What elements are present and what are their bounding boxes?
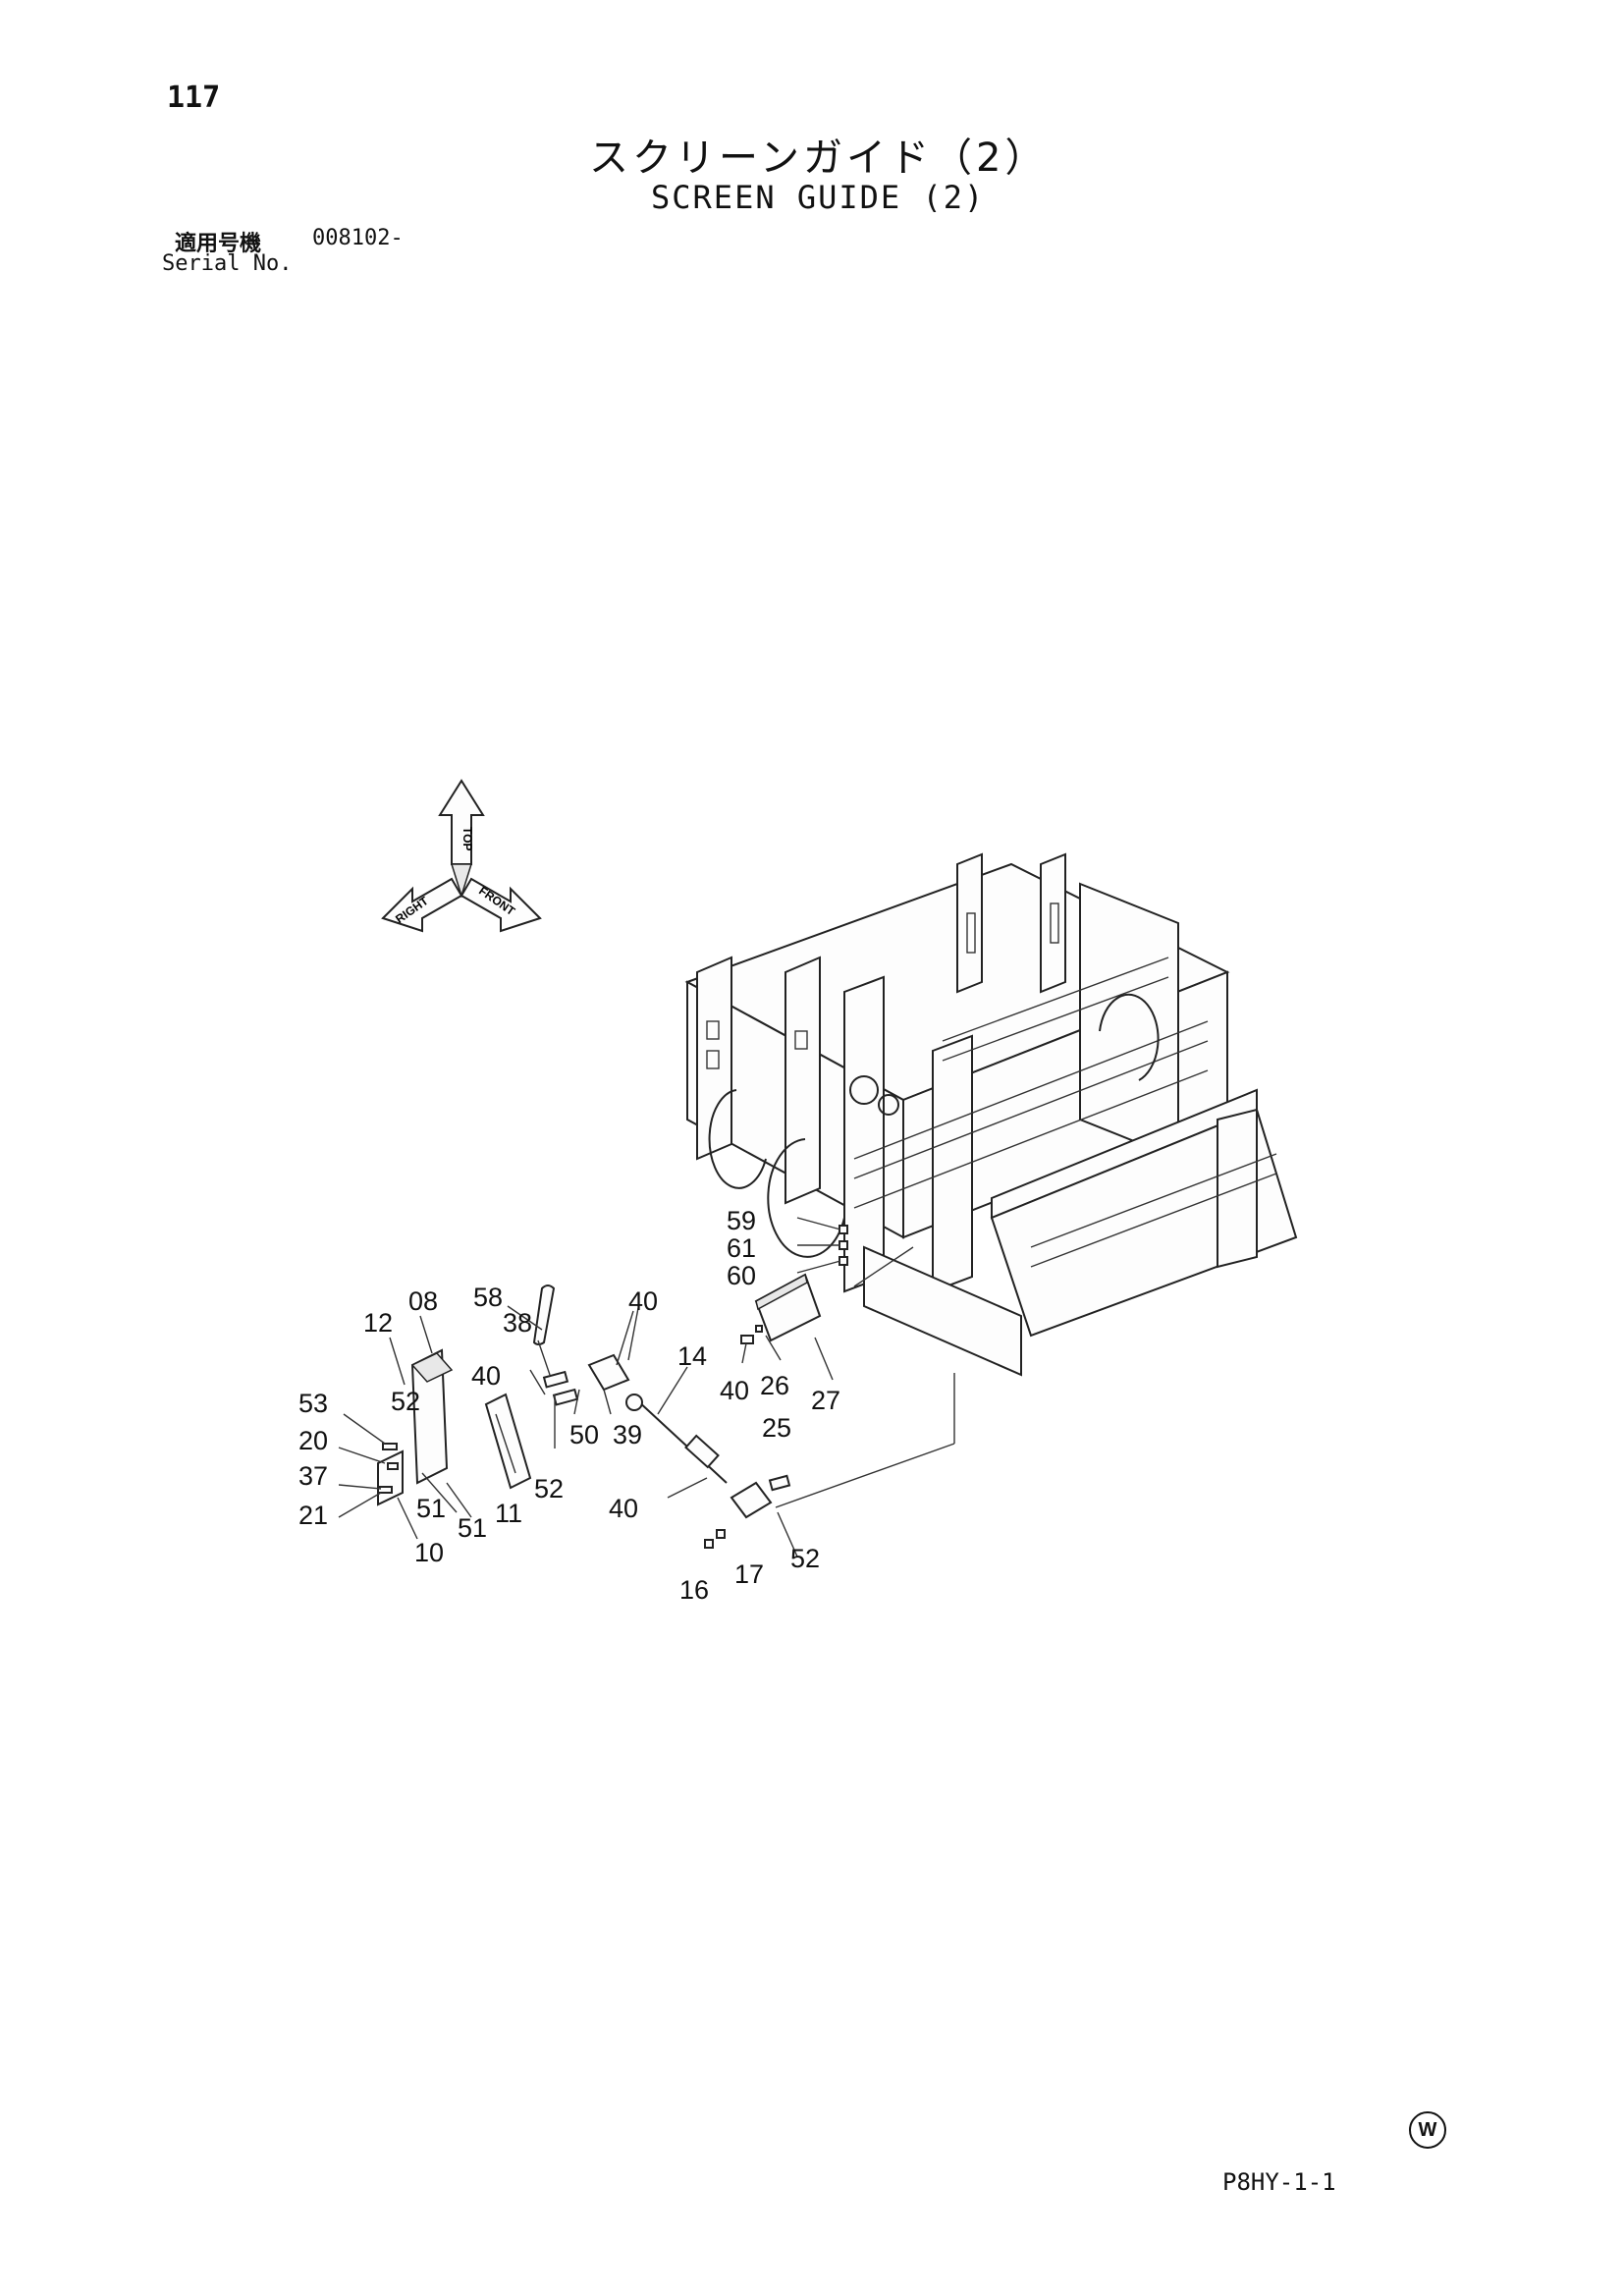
page-title-japanese: スクリーンガイド（2） [589, 136, 1049, 181]
callout-52-mid: 37 [298, 1461, 328, 1491]
callout-52-top: 52 [391, 1387, 420, 1416]
drawing-code: P8HY-1-1 [1222, 2168, 1336, 2196]
callout-53: 53 [298, 1389, 328, 1418]
callout-18: 17 [734, 1559, 764, 1589]
callout-58: 58 [473, 1283, 503, 1312]
callout-51-left: 21 [298, 1501, 328, 1530]
page-number: 117 [167, 81, 221, 115]
callout-27: 26 [760, 1371, 789, 1400]
callout-39: 50 [569, 1420, 599, 1449]
orientation-label-top: TOP [460, 827, 474, 850]
callout-21: 40 [609, 1494, 638, 1523]
callout-61: 61 [727, 1233, 756, 1263]
serial-label-english: Serial No. [162, 251, 293, 276]
callout-16: 52 [790, 1544, 820, 1573]
callout-38: 38 [503, 1308, 532, 1338]
circled-w-mark: W [1409, 2111, 1446, 2149]
plate-part [484, 1393, 532, 1490]
callout-14: 14 [677, 1341, 707, 1371]
callout-60: 60 [727, 1261, 756, 1290]
bracket-part-25 [754, 1273, 822, 1342]
serial-value: 008102- [312, 226, 404, 250]
screen-frame-assembly [684, 852, 1298, 1377]
leader-lines [338, 1217, 955, 1558]
callout-25: 27 [811, 1386, 840, 1415]
rod-part [625, 1394, 728, 1484]
callout-59: 59 [727, 1206, 756, 1235]
callout-51-right: 51 [416, 1494, 446, 1523]
cover-part [377, 1348, 454, 1506]
callout-50: 20 [298, 1426, 328, 1455]
callout-10: 11 [495, 1499, 522, 1528]
callout-20: 25 [762, 1413, 791, 1443]
callout-08: 08 [408, 1286, 438, 1316]
bracket-part-16 [730, 1474, 791, 1519]
page-title-english: SCREEN GUIDE (2) [651, 179, 986, 216]
lever-part [532, 1285, 630, 1406]
callout-labels: 59 61 60 08 58 40 12 38 40 14 52 53 40 2… [298, 1206, 840, 1605]
callout-40-top: 40 [628, 1286, 658, 1316]
callout-11: 51 [458, 1513, 487, 1543]
callout-40-mid: 40 [471, 1361, 501, 1391]
callout-26: 40 [720, 1376, 749, 1405]
callout-17: 16 [679, 1575, 709, 1605]
orientation-indicator: TOP FRONT RIGHT [381, 779, 542, 933]
callout-12: 12 [363, 1308, 393, 1338]
callout-52-bottom: 10 [414, 1538, 444, 1567]
callout-40-low: 52 [534, 1474, 564, 1503]
serial-label-japanese: 適用号機 [175, 232, 262, 256]
callout-37: 39 [613, 1420, 642, 1449]
